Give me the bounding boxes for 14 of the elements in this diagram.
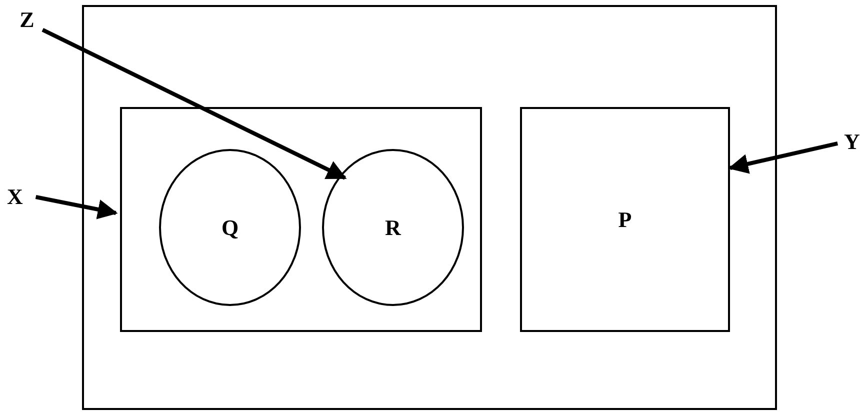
inner-box — [120, 107, 482, 332]
box — [520, 107, 730, 332]
letter-label: Z — [14, 6, 40, 34]
node-label: Q — [221, 216, 239, 238]
letter-label: X — [2, 183, 28, 211]
node-label: P — [618, 208, 632, 230]
letter-label: Y — [840, 128, 864, 156]
node-label: R — [385, 216, 401, 238]
arrow — [728, 141, 838, 174]
circle — [322, 149, 464, 306]
circle — [159, 149, 301, 306]
outer-box — [82, 5, 777, 410]
arrow — [42, 28, 347, 180]
arrow — [35, 195, 118, 220]
